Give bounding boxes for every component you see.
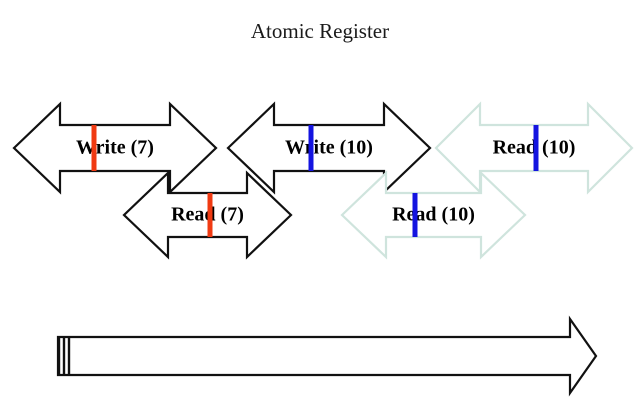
operation-label: Write (7) xyxy=(76,137,154,159)
operation-write-10[interactable]: Write (10) xyxy=(226,101,432,195)
page-title: Atomic Register xyxy=(251,19,389,43)
double-arrow-icon xyxy=(340,170,527,260)
operation-label: Read (10) xyxy=(392,204,475,226)
timeline-axis xyxy=(56,315,598,397)
double-arrow-icon xyxy=(12,101,218,195)
operation-write-7[interactable]: Write (7) xyxy=(12,101,218,195)
operations-layer: Write (7)Write (10)Read (10)Read (7)Read… xyxy=(12,101,634,260)
operation-read-7[interactable]: Read (7) xyxy=(122,170,293,260)
double-arrow-icon xyxy=(226,101,432,195)
operation-label: Write (10) xyxy=(285,137,373,159)
operation-read-10-lower[interactable]: Read (10) xyxy=(340,170,527,260)
time-arrow-icon xyxy=(56,315,598,397)
